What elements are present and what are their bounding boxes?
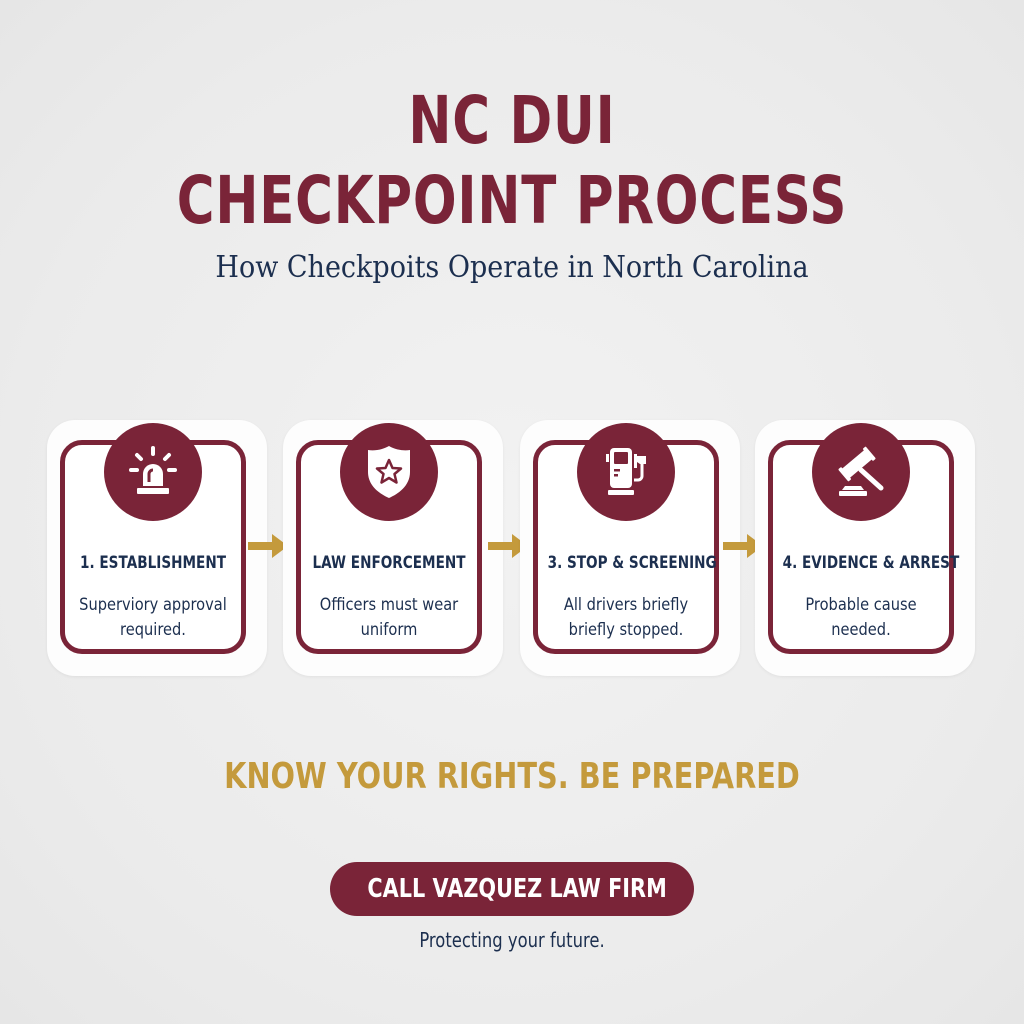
step-title: 4. EVIDENCE & ARREST <box>782 553 960 573</box>
step-title: LAW ENFORCEMENT <box>312 553 466 573</box>
call-law-firm-button[interactable]: CALL VAZQUEZ LAW FIRM <box>330 862 694 916</box>
title-line-2: CHECKPOINT PROCESS <box>176 162 848 239</box>
step-description: Officers must wear uniform <box>319 595 459 640</box>
arrow-right-icon <box>723 534 763 558</box>
step-description: Probable cause needed. <box>805 595 917 640</box>
subtitle: How Checkpoits Operate in North Carolina <box>215 250 809 285</box>
gavel-icon <box>812 423 910 521</box>
step-description: Superviory approval required. <box>79 595 227 640</box>
arrow-right-icon <box>248 534 288 558</box>
step-card-frame: 4. EVIDENCE & ARREST Probable cause need… <box>768 423 960 654</box>
siren-light-icon <box>104 423 202 521</box>
step-card-frame: 1. ESTABLISHMENT Superviory approval req… <box>60 423 246 654</box>
step-card-1: 1. ESTABLISHMENT Superviory approval req… <box>47 420 267 676</box>
step-title: 1. ESTABLISHMENT <box>80 553 226 573</box>
tagline: KNOW YOUR RIGHTS. BE PREPARED <box>224 756 800 797</box>
step-description: All drivers briefly briefly stopped. <box>563 595 689 640</box>
breathalyzer-icon <box>577 423 675 521</box>
arrow-right-icon <box>488 534 528 558</box>
step-card-4: 4. EVIDENCE & ARREST Probable cause need… <box>755 420 975 676</box>
title-line-1: NC DUI <box>408 82 616 159</box>
step-card-frame: 3. STOP & SCREENING All drivers briefly … <box>533 423 719 654</box>
step-card-3: 3. STOP & SCREENING All drivers briefly … <box>520 420 740 676</box>
footer-slogan: Protecting your future. <box>419 928 605 952</box>
step-card-2: LAW ENFORCEMENT Officers must wear unifo… <box>283 420 503 676</box>
police-badge-star-icon <box>340 423 438 521</box>
step-card-frame: LAW ENFORCEMENT Officers must wear unifo… <box>296 423 482 654</box>
call-button-label: CALL VAZQUEZ LAW FIRM <box>367 874 667 904</box>
step-title: 3. STOP & SCREENING <box>547 553 717 573</box>
